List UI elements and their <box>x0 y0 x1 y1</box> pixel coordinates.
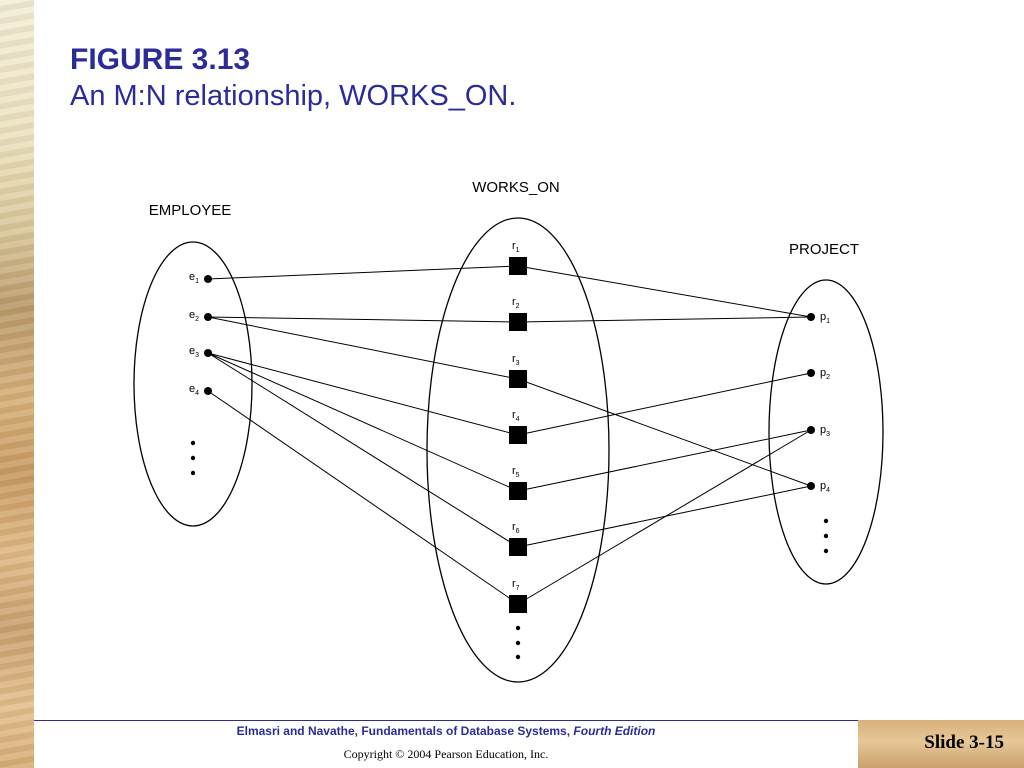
relationship-label-5: r5 <box>512 465 520 479</box>
relationship-square-7 <box>509 595 527 613</box>
project-dot-3 <box>807 426 815 434</box>
diagram-nodes: e1 e2 e3 e4 r1 r2 r3 r4 r5 r6 r7 p1 p2 p3 p4 <box>189 240 830 613</box>
relationship-ellipsis-dot-1 <box>515 625 521 631</box>
employee-label-2: e2 <box>189 309 199 323</box>
employee-label-4: e4 <box>189 383 199 397</box>
employee-ellipsis-dot-2 <box>190 455 196 461</box>
figure-title: FIGURE 3.13 <box>70 43 251 76</box>
connection-lines <box>207 265 812 605</box>
project-set-ellipse <box>768 279 884 585</box>
figure-subtitle: An M:N relationship, WORKS_ON. <box>70 80 517 112</box>
footer-rule <box>34 720 858 721</box>
relationship-ellipsis-dot-2 <box>515 640 521 646</box>
employee-label-3: e3 <box>189 345 199 359</box>
ellipsis-dots <box>190 440 829 660</box>
project-ellipsis-dot-1 <box>823 518 829 524</box>
link-line-employee-3-r6 <box>207 352 519 548</box>
project-dot-1 <box>807 313 815 321</box>
relationship-square-3 <box>509 370 527 388</box>
copyright-notice: Copyright © 2004 Pearson Education, Inc. <box>343 747 549 761</box>
relationship-label-7: r7 <box>512 578 520 592</box>
employee-dot-3 <box>204 349 212 357</box>
relationship-ellipsis-dot-3 <box>515 654 521 660</box>
employee-label-1: e1 <box>189 271 199 285</box>
project-ellipsis-dot-3 <box>823 548 829 554</box>
relationship-square-2 <box>509 313 527 331</box>
employee-dot-2 <box>204 313 212 321</box>
employee-ellipsis-dot-1 <box>190 440 196 446</box>
relationship-square-4 <box>509 426 527 444</box>
project-label-3: p3 <box>820 424 830 438</box>
project-dot-4 <box>807 482 815 490</box>
relationship-square-6 <box>509 538 527 556</box>
employee-label: EMPLOYEE <box>149 202 232 219</box>
slide-number: Slide 3-15 <box>924 732 1004 753</box>
employee-set-ellipse <box>133 241 253 527</box>
footer-authors: Elmasri and Navathe, Fundamentals of Dat… <box>236 724 574 738</box>
project-label-4: p4 <box>820 480 830 494</box>
er-diagram: EMPLOYEE WORKS_ON PROJECT e1 e2 e3 e4 r1 r2 r3… <box>133 179 884 683</box>
link-line-employee-4-r7 <box>207 390 519 605</box>
link-line-employee-3-r5 <box>207 352 519 492</box>
link-line-employee-3-r4 <box>207 352 519 436</box>
link-line-r3-project-4 <box>517 378 812 487</box>
link-line-employee-2-r2 <box>207 316 519 323</box>
employee-ellipsis-dot-3 <box>190 470 196 476</box>
footer-edition: Fourth Edition <box>573 724 656 738</box>
relationship-label-6: r6 <box>512 521 520 535</box>
works-on-set-ellipse <box>426 217 610 683</box>
link-line-employee-1-r1 <box>207 265 519 280</box>
link-line-r7-project-3 <box>517 429 812 605</box>
project-ellipsis-dot-2 <box>823 533 829 539</box>
link-line-r1-project-1 <box>517 265 812 318</box>
link-line-r4-project-2 <box>517 372 812 436</box>
footer-citation: Elmasri and Navathe, Fundamentals of Dat… <box>34 724 858 738</box>
project-label-1: p1 <box>820 311 830 325</box>
relationship-label-4: r4 <box>512 409 520 423</box>
relationship-label-3: r3 <box>512 353 520 367</box>
project-dot-2 <box>807 369 815 377</box>
relationship-square-1 <box>509 257 527 275</box>
project-label: PROJECT <box>789 241 859 258</box>
project-label-2: p2 <box>820 367 830 381</box>
relationship-label-1: r1 <box>512 240 520 254</box>
link-line-r5-project-3 <box>517 429 812 492</box>
works-on-label: WORKS_ON <box>472 179 560 196</box>
relationship-label-2: r2 <box>512 296 520 310</box>
decorative-side-strip <box>0 0 34 768</box>
employee-dot-4 <box>204 387 212 395</box>
link-line-employee-2-r3 <box>207 316 519 380</box>
slide-number-badge: Slide 3-15 <box>858 720 1024 768</box>
employee-dot-1 <box>204 275 212 283</box>
link-line-r2-project-1 <box>517 316 812 323</box>
title-block: FIGURE 3.13 An M:N relationship, WORKS_O… <box>70 42 516 114</box>
relationship-square-5 <box>509 482 527 500</box>
